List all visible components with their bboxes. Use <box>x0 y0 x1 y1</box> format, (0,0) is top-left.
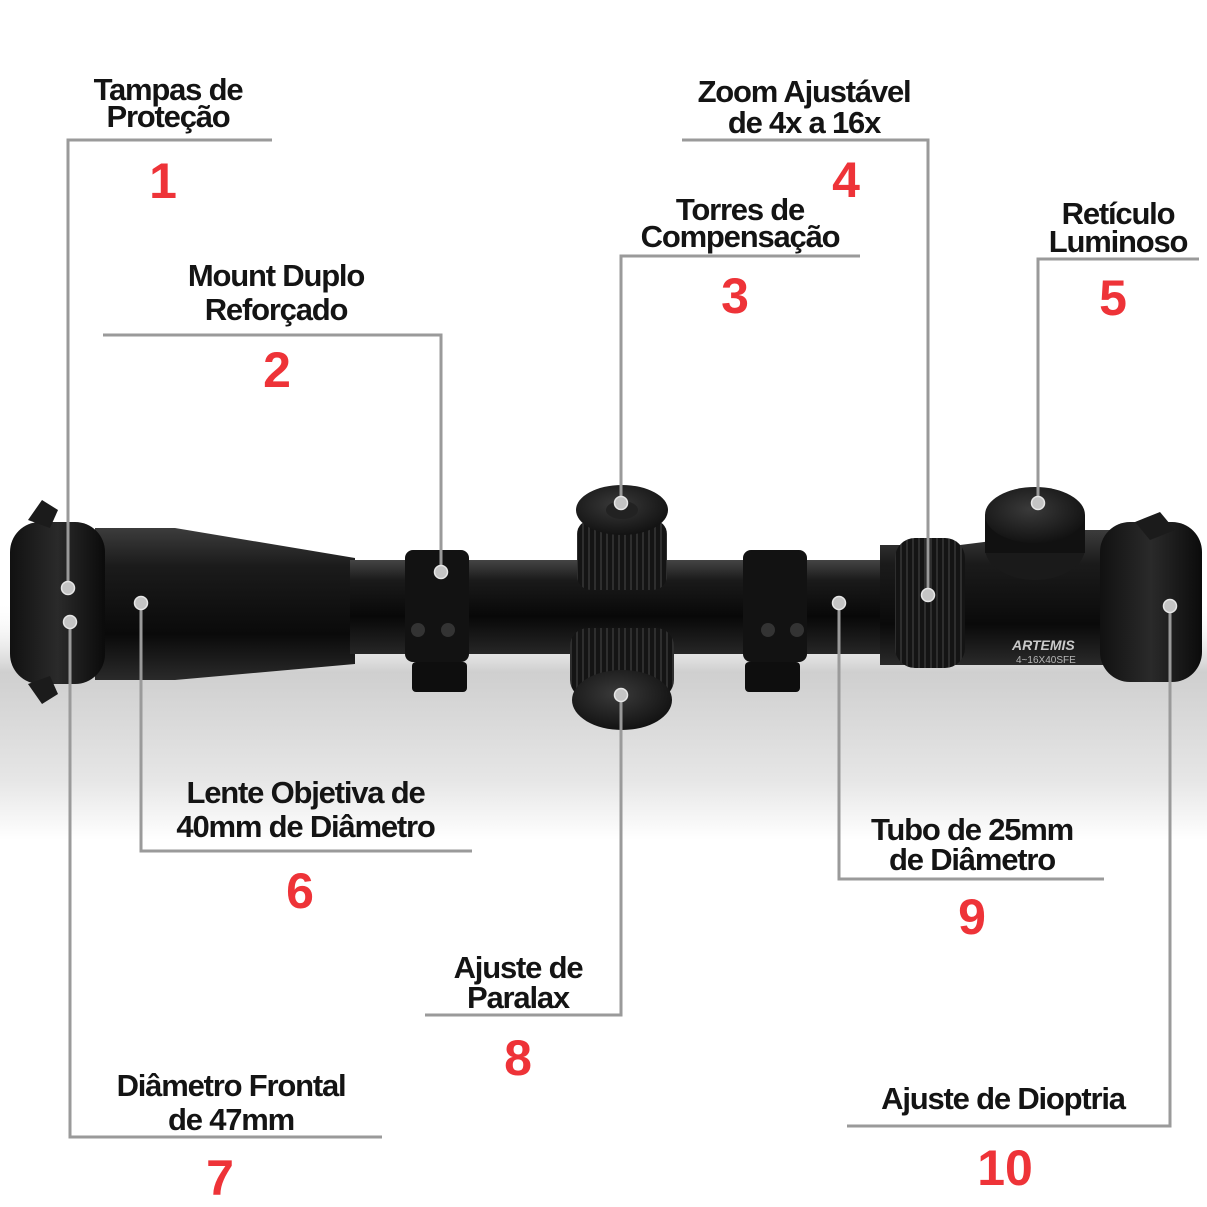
callout-3-line-2: Compensação <box>640 219 841 254</box>
leader-4 <box>682 138 930 595</box>
callout-3-line-1: Torres de <box>675 192 805 227</box>
callout-5-number: 5 <box>1099 270 1127 326</box>
callout-1-number: 1 <box>149 153 177 209</box>
callout-8-line-2: Paralax <box>467 980 570 1015</box>
leader-6 <box>139 603 472 853</box>
callout-1-line-1: Tampas de <box>93 72 244 107</box>
callout-2-line-2: Reforçado <box>204 292 349 327</box>
callout-4-number: 4 <box>832 152 860 208</box>
callout-8-line-1: Ajuste de <box>453 950 584 985</box>
callout-2-number: 2 <box>263 342 291 398</box>
callout-10-label: Ajuste de Dioptria <box>843 1083 1163 1115</box>
callout-7-line-1: Diâmetro Frontal <box>116 1068 347 1103</box>
callout-7-line-2: de 47mm <box>168 1102 295 1137</box>
anchor-dot-5 <box>1030 495 1046 511</box>
leader-5 <box>1036 257 1199 503</box>
callout-5-line-2: Luminoso <box>1048 224 1189 259</box>
callout-4-line-1: Zoom Ajustável <box>697 74 912 109</box>
brand-text: ARTEMIS <box>1011 637 1075 653</box>
callout-1-line-2: Proteção <box>106 99 230 134</box>
leader-3 <box>619 254 860 503</box>
callout-9-line-2: de Diâmetro <box>889 842 1056 877</box>
callout-9-label: Tubo de 25mm de Diâmetro <box>842 812 1102 877</box>
leader-10 <box>847 606 1172 1128</box>
callout-2-label: Mount Duplo Reforçado <box>156 259 396 327</box>
callout-4-label: Zoom Ajustável de 4x a 16x <box>664 76 944 138</box>
leader-1 <box>66 138 272 588</box>
callout-8-label: Ajuste de Paralax <box>418 950 618 1015</box>
callout-6-label: Lente Objetiva de 40mm de Diâmetro <box>148 776 463 844</box>
anchor-dot-1 <box>60 580 76 596</box>
callout-3-number: 3 <box>721 268 749 324</box>
model-text: 4~16X40SFE <box>1016 655 1076 666</box>
callout-8-number: 8 <box>504 1030 532 1086</box>
callout-9-number: 9 <box>958 889 986 945</box>
anchor-dot-8 <box>613 687 629 703</box>
callout-9-line-1: Tubo de 25mm <box>870 812 1074 847</box>
callout-3-label: Torres de Compensação <box>620 192 860 254</box>
leader-2 <box>103 333 443 572</box>
callout-6-number: 6 <box>286 863 314 919</box>
leader-7 <box>68 622 382 1139</box>
callout-2-line-1: Mount Duplo <box>187 258 365 293</box>
anchor-dot-7 <box>62 614 78 630</box>
callout-7-number: 7 <box>206 1150 234 1206</box>
callout-6-line-1: Lente Objetiva de <box>186 775 426 810</box>
callout-4-line-2: de 4x a 16x <box>727 105 881 140</box>
callout-1-label: Tampas de Proteção <box>68 72 268 134</box>
anchor-dot-3 <box>613 495 629 511</box>
callout-5-label: Retículo Luminoso <box>1033 196 1203 259</box>
anchor-dot-6 <box>133 595 149 611</box>
anchor-dot-4 <box>920 587 936 603</box>
leader-9 <box>837 603 1104 881</box>
callout-5-line-1: Retículo <box>1061 196 1176 231</box>
leader-8 <box>425 695 623 1017</box>
callout-7-label: Diâmetro Frontal de 47mm <box>86 1069 376 1137</box>
anchor-dot-2 <box>433 564 449 580</box>
anchor-dot-9 <box>831 595 847 611</box>
anchor-dot-10 <box>1162 598 1178 614</box>
callout-6-line-2: 40mm de Diâmetro <box>176 809 435 844</box>
callout-10-number: 10 <box>977 1140 1033 1196</box>
callout-10-line-1: Ajuste de Dioptria <box>881 1081 1126 1116</box>
